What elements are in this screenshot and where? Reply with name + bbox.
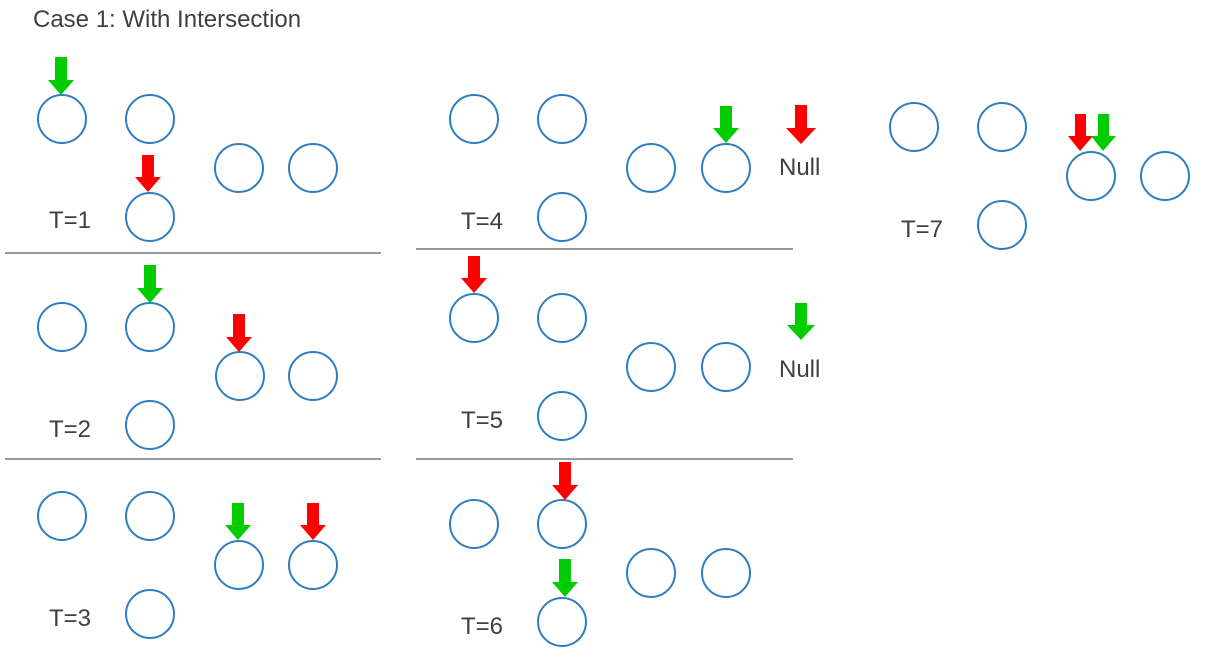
red-pointer-arrow-down-icon — [226, 314, 252, 352]
lower-list-node-1 — [125, 192, 175, 242]
lower-list-node-1 — [537, 192, 587, 242]
upper-list-node-2 — [125, 491, 175, 541]
green-pointer-arrow-down-icon — [713, 106, 739, 143]
upper-list-node-1 — [449, 293, 499, 343]
green-pointer-arrow-down-icon — [1091, 114, 1116, 151]
shared-node-2 — [701, 548, 751, 598]
null-label: Null — [779, 154, 820, 181]
shared-node-1 — [626, 342, 676, 392]
step-label: T=7 — [901, 216, 943, 243]
lower-list-node-1 — [977, 200, 1027, 250]
lower-list-node-1 — [125, 400, 175, 450]
upper-list-node-2 — [537, 499, 587, 549]
step-label: T=5 — [461, 407, 503, 434]
step-panel-t7: T=7 — [889, 102, 1190, 250]
shared-node-1 — [214, 143, 264, 193]
diagram-title: Case 1: With Intersection — [33, 6, 301, 33]
lower-list-node-1 — [537, 597, 587, 647]
red-pointer-arrow-down-icon — [786, 105, 816, 144]
step-label: T=2 — [49, 416, 91, 443]
upper-list-node-2 — [537, 94, 587, 144]
shared-node-1 — [214, 540, 264, 590]
lower-list-node-1 — [125, 589, 175, 639]
upper-list-node-2 — [537, 293, 587, 343]
red-pointer-arrow-down-icon — [135, 155, 161, 192]
shared-node-1 — [215, 351, 265, 401]
green-pointer-arrow-down-icon — [137, 265, 163, 303]
step-label: T=6 — [461, 613, 503, 640]
step-panel-t5: T=5 Null — [449, 256, 820, 441]
null-label: Null — [779, 356, 820, 383]
red-pointer-arrow-down-icon — [552, 462, 578, 500]
upper-list-node-1 — [37, 302, 87, 352]
red-pointer-arrow-down-icon — [1068, 114, 1093, 151]
lower-list-node-1 — [537, 391, 587, 441]
upper-list-node-1 — [449, 94, 499, 144]
step-label: T=3 — [49, 605, 91, 632]
step-label: T=4 — [461, 208, 503, 235]
green-pointer-arrow-down-icon — [552, 559, 578, 597]
step-panel-t2: T=2 — [37, 265, 338, 450]
shared-node-2 — [288, 540, 338, 590]
upper-list-node-2 — [125, 94, 175, 144]
step-label: T=1 — [49, 207, 91, 234]
green-pointer-arrow-down-icon — [225, 503, 251, 540]
red-pointer-arrow-down-icon — [300, 503, 326, 540]
upper-list-node-1 — [37, 94, 87, 144]
upper-list-node-1 — [37, 491, 87, 541]
upper-list-node-1 — [889, 102, 939, 152]
shared-node-2 — [288, 143, 338, 193]
shared-node-2 — [1140, 151, 1190, 201]
shared-node-2 — [288, 351, 338, 401]
upper-list-node-2 — [125, 302, 175, 352]
shared-node-1 — [626, 143, 676, 193]
upper-list-node-1 — [449, 499, 499, 549]
shared-node-2 — [701, 143, 751, 193]
green-pointer-arrow-down-icon — [48, 57, 74, 95]
red-pointer-arrow-down-icon — [461, 256, 487, 293]
step-panel-t3: T=3 — [37, 491, 338, 639]
upper-list-node-2 — [977, 102, 1027, 152]
step-panel-t6: T=6 — [449, 462, 751, 647]
shared-node-1 — [1066, 151, 1116, 201]
shared-node-2 — [701, 342, 751, 392]
step-panel-t4: T=4 Null — [449, 94, 820, 242]
shared-node-1 — [626, 548, 676, 598]
step-panel-t1: T=1 — [37, 57, 338, 242]
green-pointer-arrow-down-icon — [787, 303, 815, 340]
